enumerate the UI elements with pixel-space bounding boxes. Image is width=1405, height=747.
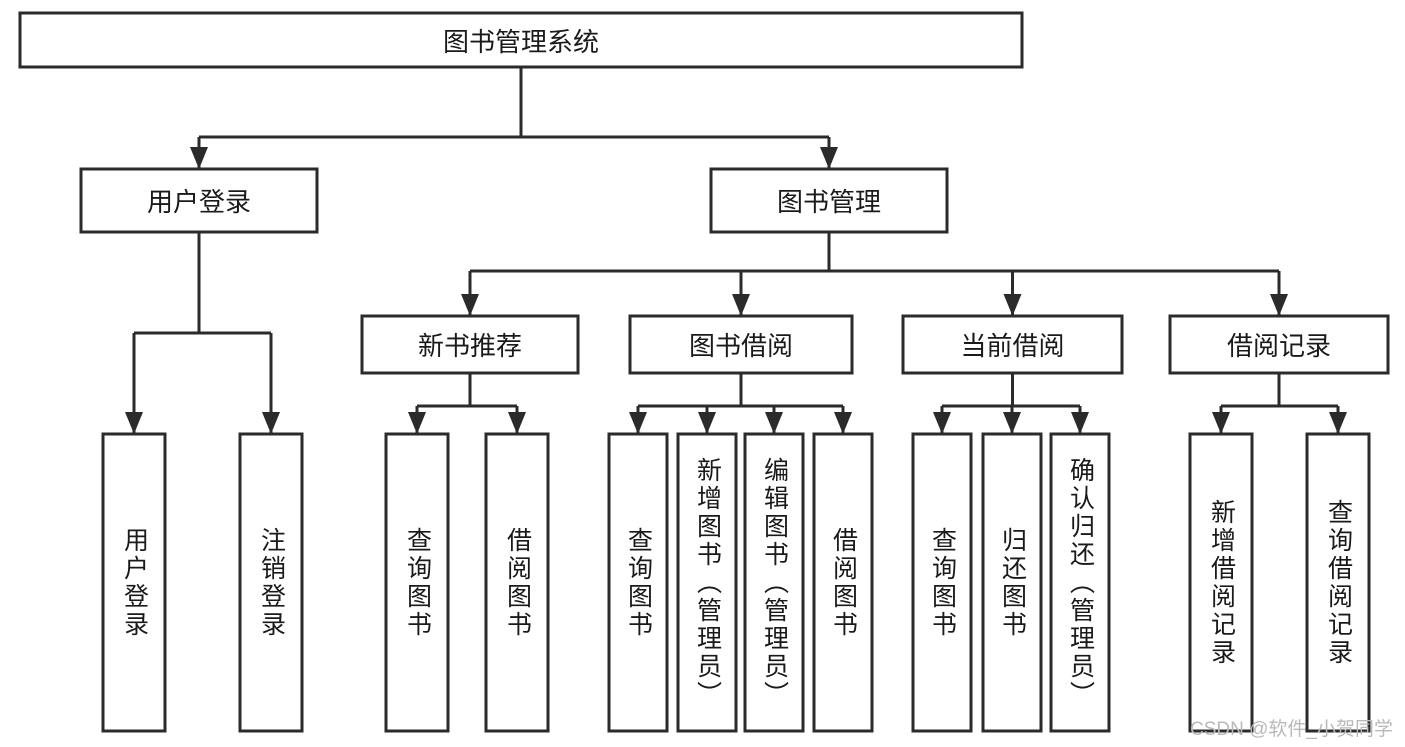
root-arrow-0 (190, 147, 208, 169)
new-book-recommend-arrow-1 (508, 412, 526, 434)
node-book-manage[interactable] (709, 167, 949, 234)
userlogin-arrow-0 (125, 412, 143, 434)
node-leaf-edit-book[interactable] (743, 432, 805, 733)
node-borrow-record[interactable] (1168, 314, 1390, 375)
node-root[interactable] (18, 11, 1024, 69)
node-leaf-confirm-return[interactable] (1049, 432, 1111, 733)
node-leaf-query-record[interactable] (1305, 432, 1371, 733)
node-new-book-recommend[interactable] (360, 314, 580, 375)
book-borrow-arrow-0 (629, 412, 647, 434)
node-current-borrow[interactable] (901, 314, 1124, 375)
node-leaf-logout[interactable] (238, 432, 304, 733)
bookmanage-arrow-0 (461, 294, 479, 316)
bookmanage-arrow-1 (732, 294, 750, 316)
node-leaf-user-login[interactable] (101, 432, 167, 733)
node-leaf-return-book[interactable] (981, 432, 1043, 733)
node-leaf-borrow-book[interactable] (812, 432, 874, 733)
node-leaf-add-book[interactable] (676, 432, 738, 733)
node-leaf-query-book-borrow[interactable] (607, 432, 669, 733)
connector-group (125, 67, 1347, 434)
node-leaf-query-book-cur[interactable] (911, 432, 973, 733)
node-book-borrow[interactable] (628, 314, 854, 375)
userlogin-arrow-1 (262, 412, 280, 434)
new-book-recommend-arrow-0 (408, 412, 426, 434)
book-borrow-arrow-2 (765, 412, 783, 434)
node-leaf-query-book-rec[interactable] (384, 432, 450, 733)
node-leaf-borrow-book-rec[interactable] (484, 432, 550, 733)
borrow-record-arrow-0 (1212, 412, 1230, 434)
book-borrow-arrow-1 (698, 412, 716, 434)
bookmanage-arrow-2 (1003, 294, 1022, 316)
borrow-record-arrow-1 (1329, 412, 1347, 434)
watermark-text: CSDN @软件_小贺同学 (1190, 719, 1393, 740)
current-borrow-arrow-2 (1071, 412, 1089, 434)
node-user-login[interactable] (79, 167, 319, 234)
bookmanage-arrow-3 (1270, 294, 1288, 316)
root-arrow-1 (820, 147, 838, 169)
current-borrow-arrow-0 (933, 412, 951, 434)
node-leaf-add-record[interactable] (1188, 432, 1254, 733)
book-borrow-arrow-3 (834, 412, 852, 434)
node-box-group (18, 11, 1390, 733)
current-borrow-arrow-1 (1003, 412, 1021, 434)
